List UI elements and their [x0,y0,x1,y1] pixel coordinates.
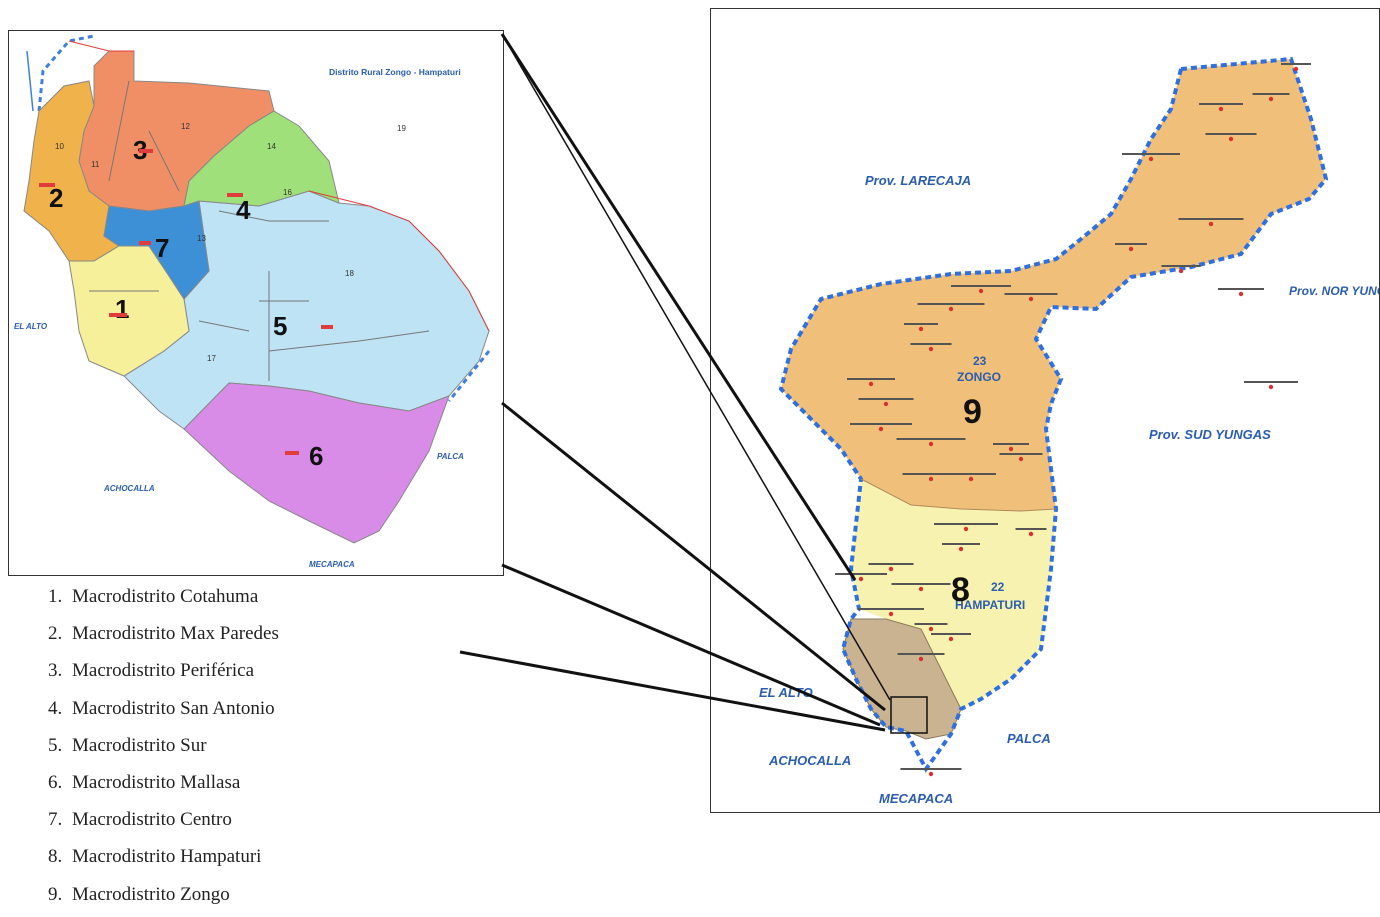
settlement-dot [928,771,934,777]
legend-item: 1.Macrodistrito Cotahuma [48,586,259,607]
rural-district-label: Distrito Rural Zongo - Hampaturi [329,67,461,77]
district-number: 18 [345,269,354,278]
settlement-dot [1293,66,1299,72]
right-label-achocalla: ACHOCALLA [768,753,851,768]
settlement-dot [928,626,934,632]
right-label-el-alto: EL ALTO [759,685,813,700]
settlement-dot [1268,96,1274,102]
settlement-dot [888,566,894,572]
legend-item: 9.Macrodistrito Zongo [48,883,230,905]
settlement-dot [948,306,954,312]
north-red-border [68,40,134,52]
urban-map-svg: Distrito Rural Zongo - Hampaturi EL ALTO… [14,34,491,569]
settlement-dot [878,426,884,432]
region-zongo [781,59,1326,511]
district-number: 17 [207,354,216,363]
settlement-dot [868,381,874,387]
settlement-dot [1148,156,1154,162]
settlement-dot [1018,456,1024,462]
legend-item: 5.Macrodistrito Sur [48,734,207,756]
settlement-dot [1218,106,1224,112]
district-hampaturi-label: HAMPATURI [955,598,1025,612]
settlement-dot [918,326,924,332]
label-prov-larecaja: Prov. LARECAJA [865,173,971,188]
settlement-dot [1028,296,1034,302]
region-hampaturi [851,479,1056,709]
district-number: 11 [91,160,100,169]
inset-locator-box [890,696,928,734]
district-number: 13 [197,234,206,243]
legend-item: 4.Macrodistrito San Antonio [48,697,275,719]
settlement-dot [958,546,964,552]
settlement-dot [1208,221,1214,227]
district-number: 19 [397,124,406,133]
place-markers [39,149,333,455]
left-label-achocalla: ACHOCALLA [103,484,155,493]
legend-item: 2.Macrodistrito Max Paredes [48,623,279,645]
settlement-dot [1008,446,1014,452]
macro-number-9: 9 [963,393,982,431]
district-number: 10 [55,142,64,151]
macro-number-1: 1 [115,294,129,324]
left-label-el-alto: EL ALTO [14,322,48,331]
settlement-dot [948,636,954,642]
outer-red-border [308,190,490,332]
settlement-dot [918,656,924,662]
settlement-dot [1028,531,1034,537]
district-number: 12 [181,122,190,131]
province-overview-map: Prov. LARECAJA Prov. NOR YUNGAS Prov. SU… [710,8,1380,813]
region-san-antonio [183,110,340,207]
district-lines [89,80,430,381]
macro-number-5: 5 [273,311,287,341]
right-label-palca: PALCA [1007,731,1051,746]
legend-item: 7.Macrodistrito Centro [48,809,232,831]
urban-macrodistrict-map: Distrito Rural Zongo - Hampaturi EL ALTO… [8,30,504,576]
left-label-mecapaca: MECAPACA [309,560,355,569]
settlement-dot [858,576,864,582]
settlement-dot [928,441,934,447]
legend-item: 8.Macrodistrito Hampaturi [48,846,262,868]
region-mallasa [183,382,450,544]
district-hampaturi-number: 22 [991,580,1005,594]
settlement-dot [1268,384,1274,390]
legend-item: 3.Macrodistrito Periférica [48,660,255,682]
zongo-hampaturi-divider [860,478,1057,512]
settlement-dot [978,288,984,294]
macro-number-4: 4 [236,195,251,225]
settlement-dot [883,401,889,407]
macrodistrict-legend: 1.Macrodistrito Cotahuma 2.Macrodistrito… [48,582,468,917]
settlement-dot [1238,291,1244,297]
district-number: 16 [283,188,292,197]
settlement-dot [1178,268,1184,274]
left-label-palca: PALCA [437,452,464,461]
macro-number-8: 8 [951,571,970,609]
river-line [26,50,34,112]
label-prov-nor-yungas: Prov. NOR YUNGAS [1289,284,1379,298]
settlement-dot [928,346,934,352]
legend-item: 6.Macrodistrito Mallasa [48,771,241,793]
district-zongo-number: 23 [973,354,987,368]
label-prov-sud-yungas: Prov. SUD YUNGAS [1149,427,1271,442]
settlement-dot [963,526,969,532]
province-map-svg: Prov. LARECAJA Prov. NOR YUNGAS Prov. SU… [759,56,1379,806]
right-label-mecapaca: MECAPACA [879,791,953,806]
left-boundary-north [37,34,95,112]
province-boundary [778,56,1329,773]
macro-number-6: 6 [309,441,323,471]
left-boundary-east [447,350,491,402]
settlement-dot [918,586,924,592]
district-zongo-label: ZONGO [957,370,1001,384]
macro-number-2: 2 [49,183,63,213]
district-number: 14 [267,142,276,151]
settlement-dot [888,611,894,617]
region-centro [103,200,210,300]
macro-number-7: 7 [155,233,169,263]
settlement-dot [968,476,974,482]
settlement-dot [1128,246,1134,252]
settlement-dot [928,476,934,482]
settlement-dot [1228,136,1234,142]
